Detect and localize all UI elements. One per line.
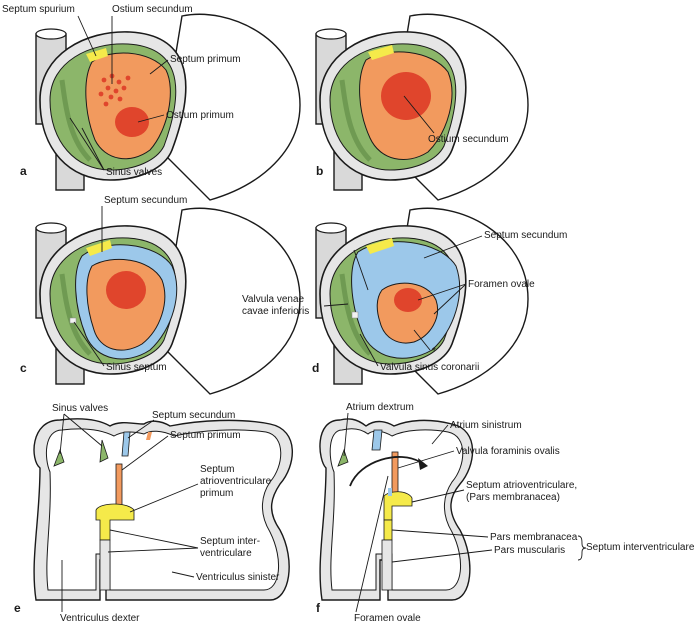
label-asterisk: *: [432, 346, 436, 357]
ventricle-silhouette: [159, 13, 301, 201]
septum-primum-bar: [391, 451, 399, 497]
label-atrium-sinistrum: Atrium sinistrum: [450, 420, 522, 431]
panel-letter-f: f: [316, 601, 321, 615]
label-septum-primum: Septum primum: [170, 430, 241, 441]
septum-spurium-yellow: [86, 240, 112, 256]
label-atrium-dextrum: Atrium dextrum: [346, 402, 414, 413]
panel-b: Ostium secundum b: [315, 13, 529, 201]
sinus-valve-fold: [59, 79, 92, 162]
label-pars-membranacea: Pars membranacea: [490, 532, 578, 543]
ostium-primum-hole: [115, 107, 149, 137]
septum-secundum-tip: [146, 432, 152, 440]
label-septum-iv-2: ventriculare: [200, 548, 252, 559]
flow-arrow: [349, 456, 421, 487]
septum-secundum-fold: [371, 429, 383, 451]
panel-letter-c: c: [20, 361, 27, 375]
sinus-valve-fold: [339, 79, 372, 162]
septum-primum-bar: [115, 463, 123, 507]
panel-c: Septum secundum Sinus septum c: [20, 195, 301, 395]
label-septum-iv-1: Septum inter-: [200, 536, 260, 547]
label-foramen-ovale: Foramen ovale: [354, 613, 421, 624]
septum-av-blue: [388, 488, 392, 496]
label-septum-interventriculare: Septum interventriculare: [586, 542, 694, 553]
label-septum-secundum: Septum secundum: [104, 195, 187, 206]
sinus-valve-fold: [339, 273, 372, 356]
label-foramen-ovale: Foramen ovale: [468, 279, 535, 290]
label-ostium-secundum: Ostium secundum: [428, 134, 509, 145]
sinus-valve-left: [337, 448, 349, 467]
label-septum-secundum: Septum secundum: [152, 410, 235, 421]
label-ventriculus-sinister: Ventriculus sinister: [196, 572, 280, 583]
label-ventriculus-dexter: Ventriculus dexter: [60, 613, 140, 624]
septum-av-primum-block: [95, 503, 135, 541]
panel-d: Septum secundum Foramen ovale Valvula ve…: [242, 207, 567, 395]
sinus-septum-mark: [69, 317, 77, 324]
vena-cava-opening: [35, 28, 67, 40]
label-septum-secundum: Septum secundum: [484, 230, 567, 241]
label-septum-av-1: Septum: [200, 464, 234, 475]
septum-interventriculare-wall: [99, 539, 111, 591]
sinus-septum-mark: [351, 311, 359, 319]
label-sinus-valves: Sinus valves: [52, 403, 108, 414]
brace: [577, 535, 587, 561]
ostium-secundum-perforations: [98, 73, 131, 107]
vena-cava-opening: [315, 28, 347, 40]
panel-letter-a: a: [20, 164, 27, 178]
foramen-ovale-hole: [394, 288, 422, 312]
sinus-valve-left: [53, 448, 65, 467]
label-sinus-valves: Sinus valves: [106, 167, 162, 178]
ostium-secundum-hole: [381, 72, 431, 120]
panel-a: Septum spurium Ostium secundum Septum pr…: [2, 4, 301, 201]
label-septum-primum: Septum primum: [170, 54, 241, 65]
label-ostium-secundum: Ostium secundum: [112, 4, 193, 15]
panel-e: Sinus valves Septum secundum Septum prim…: [14, 403, 293, 624]
ventricle-silhouette: [159, 207, 301, 395]
label-septum-av-2: (Pars membranacea): [466, 492, 560, 503]
pars-muscularis: [381, 539, 393, 591]
septum-primum-shape: [85, 52, 171, 160]
panel-letter-e: e: [14, 601, 21, 615]
pars-membranacea: [383, 519, 393, 541]
heart-cavity: [45, 428, 282, 591]
label-septum-av-3: primum: [200, 488, 233, 499]
panel-f: Atrium dextrum Atrium sinistrum Valvula …: [316, 402, 694, 624]
ostium-secundum-hole: [106, 271, 146, 309]
septum-spurium-yellow: [86, 48, 108, 62]
panel-letter-b: b: [316, 164, 323, 178]
vena-cava-opening: [35, 222, 67, 234]
label-septum-spurium: Septum spurium: [2, 4, 75, 15]
label-septum-av-2: atrioventriculare: [200, 476, 272, 487]
label-valvula-venae-2: cavae inferioris: [242, 306, 309, 317]
septum-secundum-fold: [121, 431, 131, 457]
label-sinus-septum: Sinus septum: [106, 362, 167, 373]
label-ostium-primum: Ostium primum: [166, 110, 234, 121]
label-valvula-sinus: Valvula sinus coronarii: [380, 362, 479, 373]
septum-spurium-yellow: [366, 238, 394, 254]
label-septum-av-1: Septum atrioventriculare,: [466, 480, 577, 491]
septum-spurium-yellow: [368, 45, 394, 60]
label-valvula-venae-1: Valvula venae: [242, 294, 305, 305]
label-pars-muscularis: Pars muscularis: [494, 545, 565, 556]
label-valvula-foraminis: Valvula foraminis ovalis: [456, 446, 560, 457]
vena-cava-opening: [315, 222, 347, 234]
panel-letter-d: d: [312, 361, 319, 375]
